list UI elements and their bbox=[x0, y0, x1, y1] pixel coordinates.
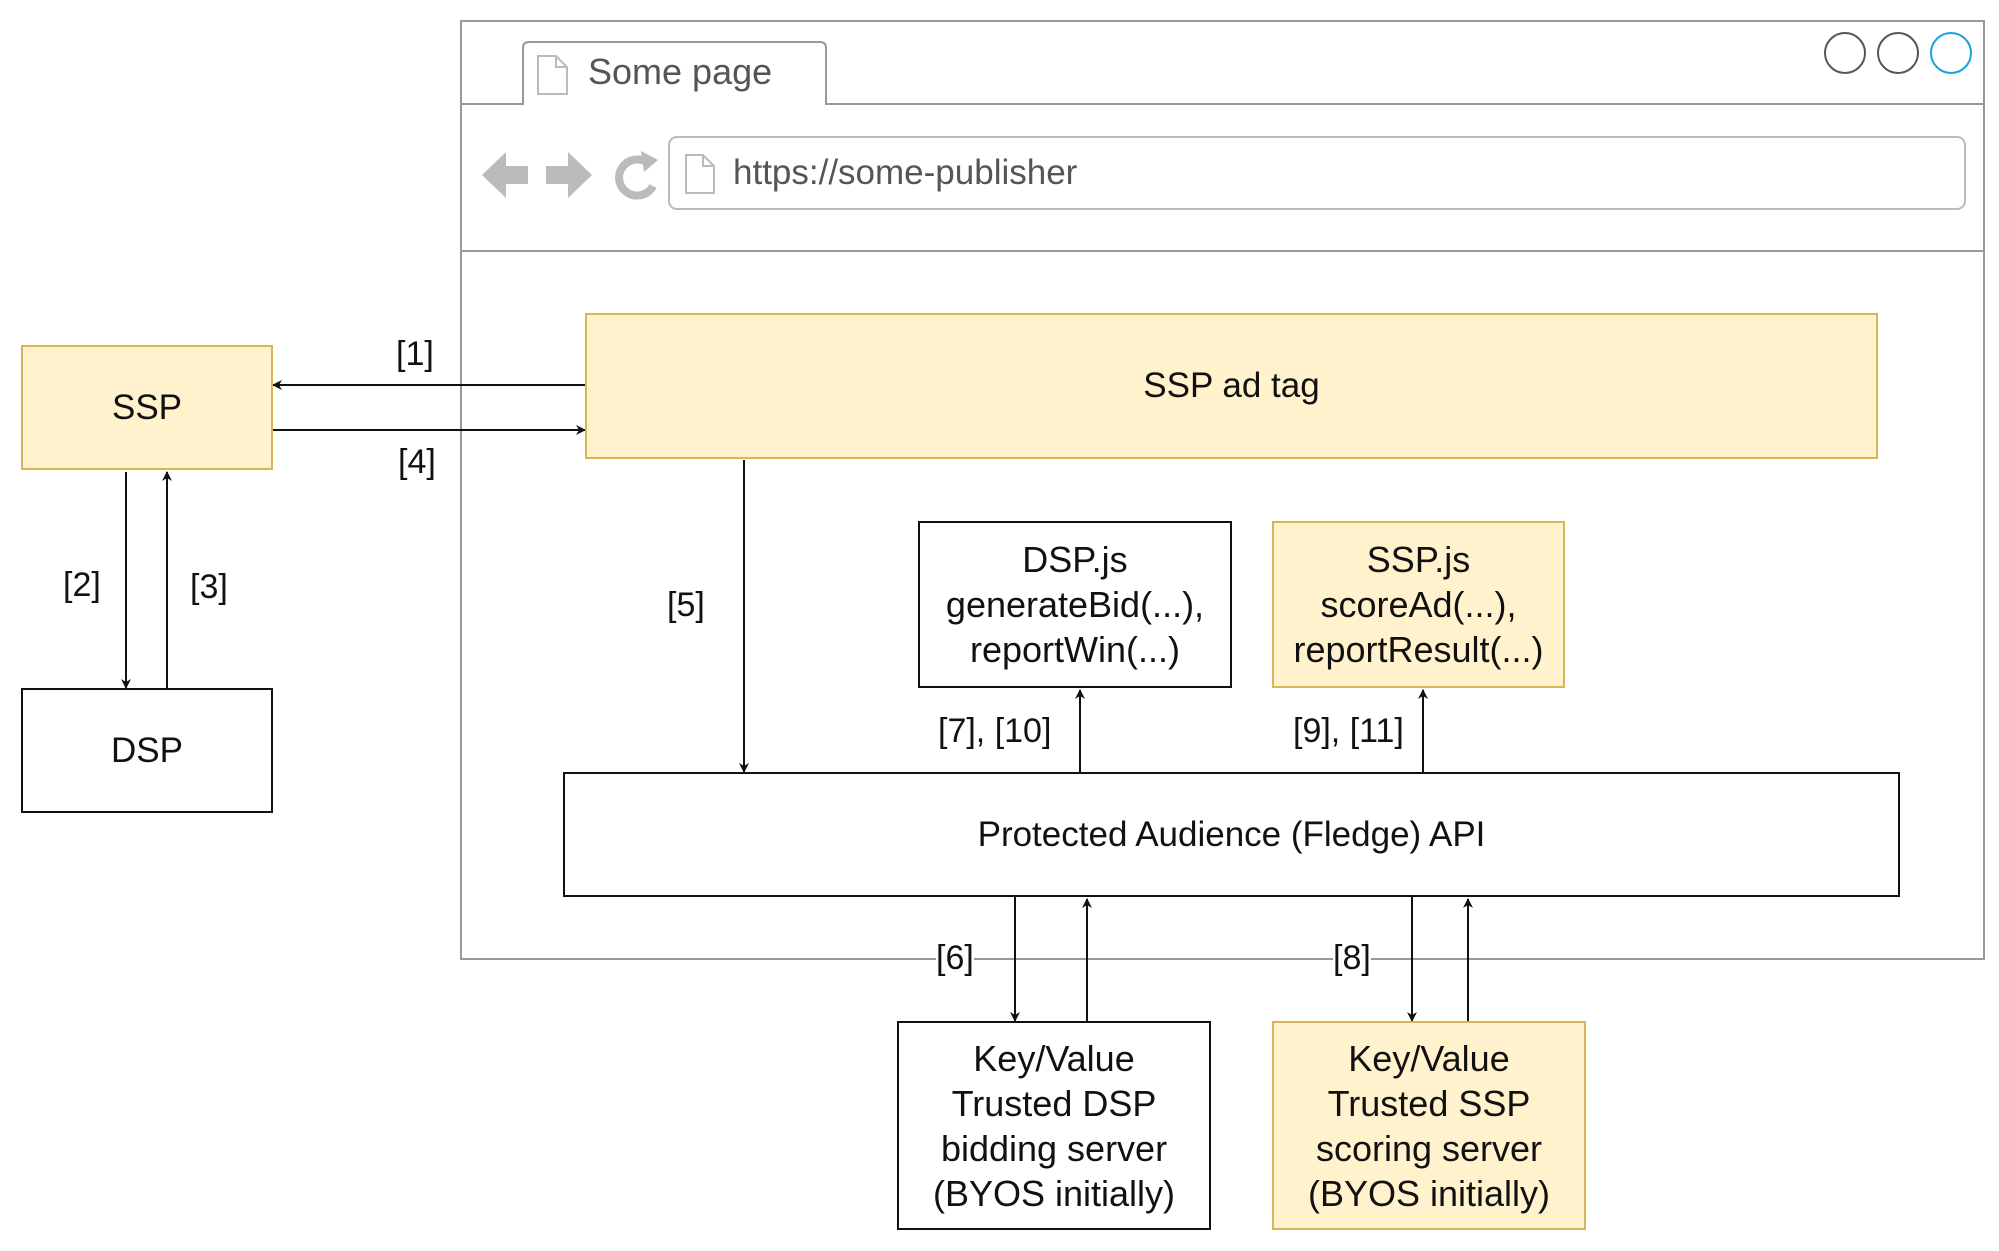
dsp-js-node: DSP.js generateBid(...), reportWin(...) bbox=[918, 521, 1232, 688]
page-icon bbox=[537, 55, 568, 95]
kv-ssp-node: Key/Value Trusted SSP scoring server (BY… bbox=[1272, 1021, 1586, 1230]
kv-dsp-line: bidding server bbox=[940, 1127, 1168, 1169]
kv-ssp-line: scoring server bbox=[1315, 1127, 1543, 1169]
ssp-ad-tag-node: SSP ad tag bbox=[585, 313, 1878, 459]
kv-ssp-line: Trusted SSP bbox=[1327, 1082, 1531, 1124]
edge-label-4: [4] bbox=[398, 443, 436, 481]
url-page-icon bbox=[685, 154, 715, 194]
edge-label-6: [6] bbox=[936, 939, 974, 977]
kv-ssp-line: (BYOS initially) bbox=[1307, 1172, 1551, 1214]
edge-label-7-10: [7], [10] bbox=[938, 712, 1052, 750]
ssp-ad-tag-label: SSP ad tag bbox=[1143, 366, 1320, 405]
ssp-js-line: scoreAd(...), bbox=[1320, 584, 1517, 625]
reload-icon[interactable] bbox=[615, 151, 658, 200]
url-text[interactable]: https://some-publisher bbox=[733, 153, 1078, 192]
ssp-node: SSP bbox=[21, 345, 273, 470]
dsp-js-line: generateBid(...), bbox=[945, 584, 1205, 625]
api-label: Protected Audience (Fledge) API bbox=[977, 814, 1486, 854]
kv-dsp-line: (BYOS initially) bbox=[932, 1172, 1176, 1214]
kv-dsp-line: Trusted DSP bbox=[951, 1082, 1157, 1124]
protected-audience-api-node: Protected Audience (Fledge) API bbox=[563, 772, 1900, 897]
edge-label-5: [5] bbox=[667, 586, 705, 624]
window-control-icon[interactable] bbox=[1824, 32, 1866, 74]
dsp-label: DSP bbox=[111, 730, 183, 770]
edge-label-3: [3] bbox=[190, 568, 228, 606]
window-control-icon[interactable] bbox=[1930, 32, 1972, 74]
back-arrow-icon[interactable] bbox=[482, 152, 528, 198]
kv-dsp-node: Key/Value Trusted DSP bidding server (BY… bbox=[897, 1021, 1211, 1230]
url-bar[interactable] bbox=[668, 136, 1966, 210]
ssp-label: SSP bbox=[111, 387, 183, 427]
window-control-icon[interactable] bbox=[1877, 32, 1919, 74]
browser-window-frame bbox=[460, 20, 1985, 960]
edge-label-2: [2] bbox=[63, 566, 101, 604]
tab-strip-line bbox=[461, 41, 1984, 105]
kv-ssp-line: Key/Value bbox=[1348, 1037, 1510, 1079]
ssp-js-line: reportResult(...) bbox=[1293, 629, 1544, 670]
kv-dsp-line: Key/Value bbox=[973, 1037, 1135, 1079]
tab-title[interactable]: Some page bbox=[588, 51, 773, 92]
edge-label-8: [8] bbox=[1333, 939, 1371, 977]
ssp-js-line: SSP.js bbox=[1366, 539, 1471, 580]
edge-label-9-11: [9], [11] bbox=[1293, 712, 1404, 750]
dsp-node: DSP bbox=[21, 688, 273, 813]
dsp-js-line: DSP.js bbox=[1022, 539, 1128, 580]
ssp-js-node: SSP.js scoreAd(...), reportResult(...) bbox=[1272, 521, 1565, 688]
edge-label-1: [1] bbox=[396, 335, 434, 373]
forward-arrow-icon[interactable] bbox=[546, 152, 592, 198]
dsp-js-line: reportWin(...) bbox=[969, 629, 1181, 670]
